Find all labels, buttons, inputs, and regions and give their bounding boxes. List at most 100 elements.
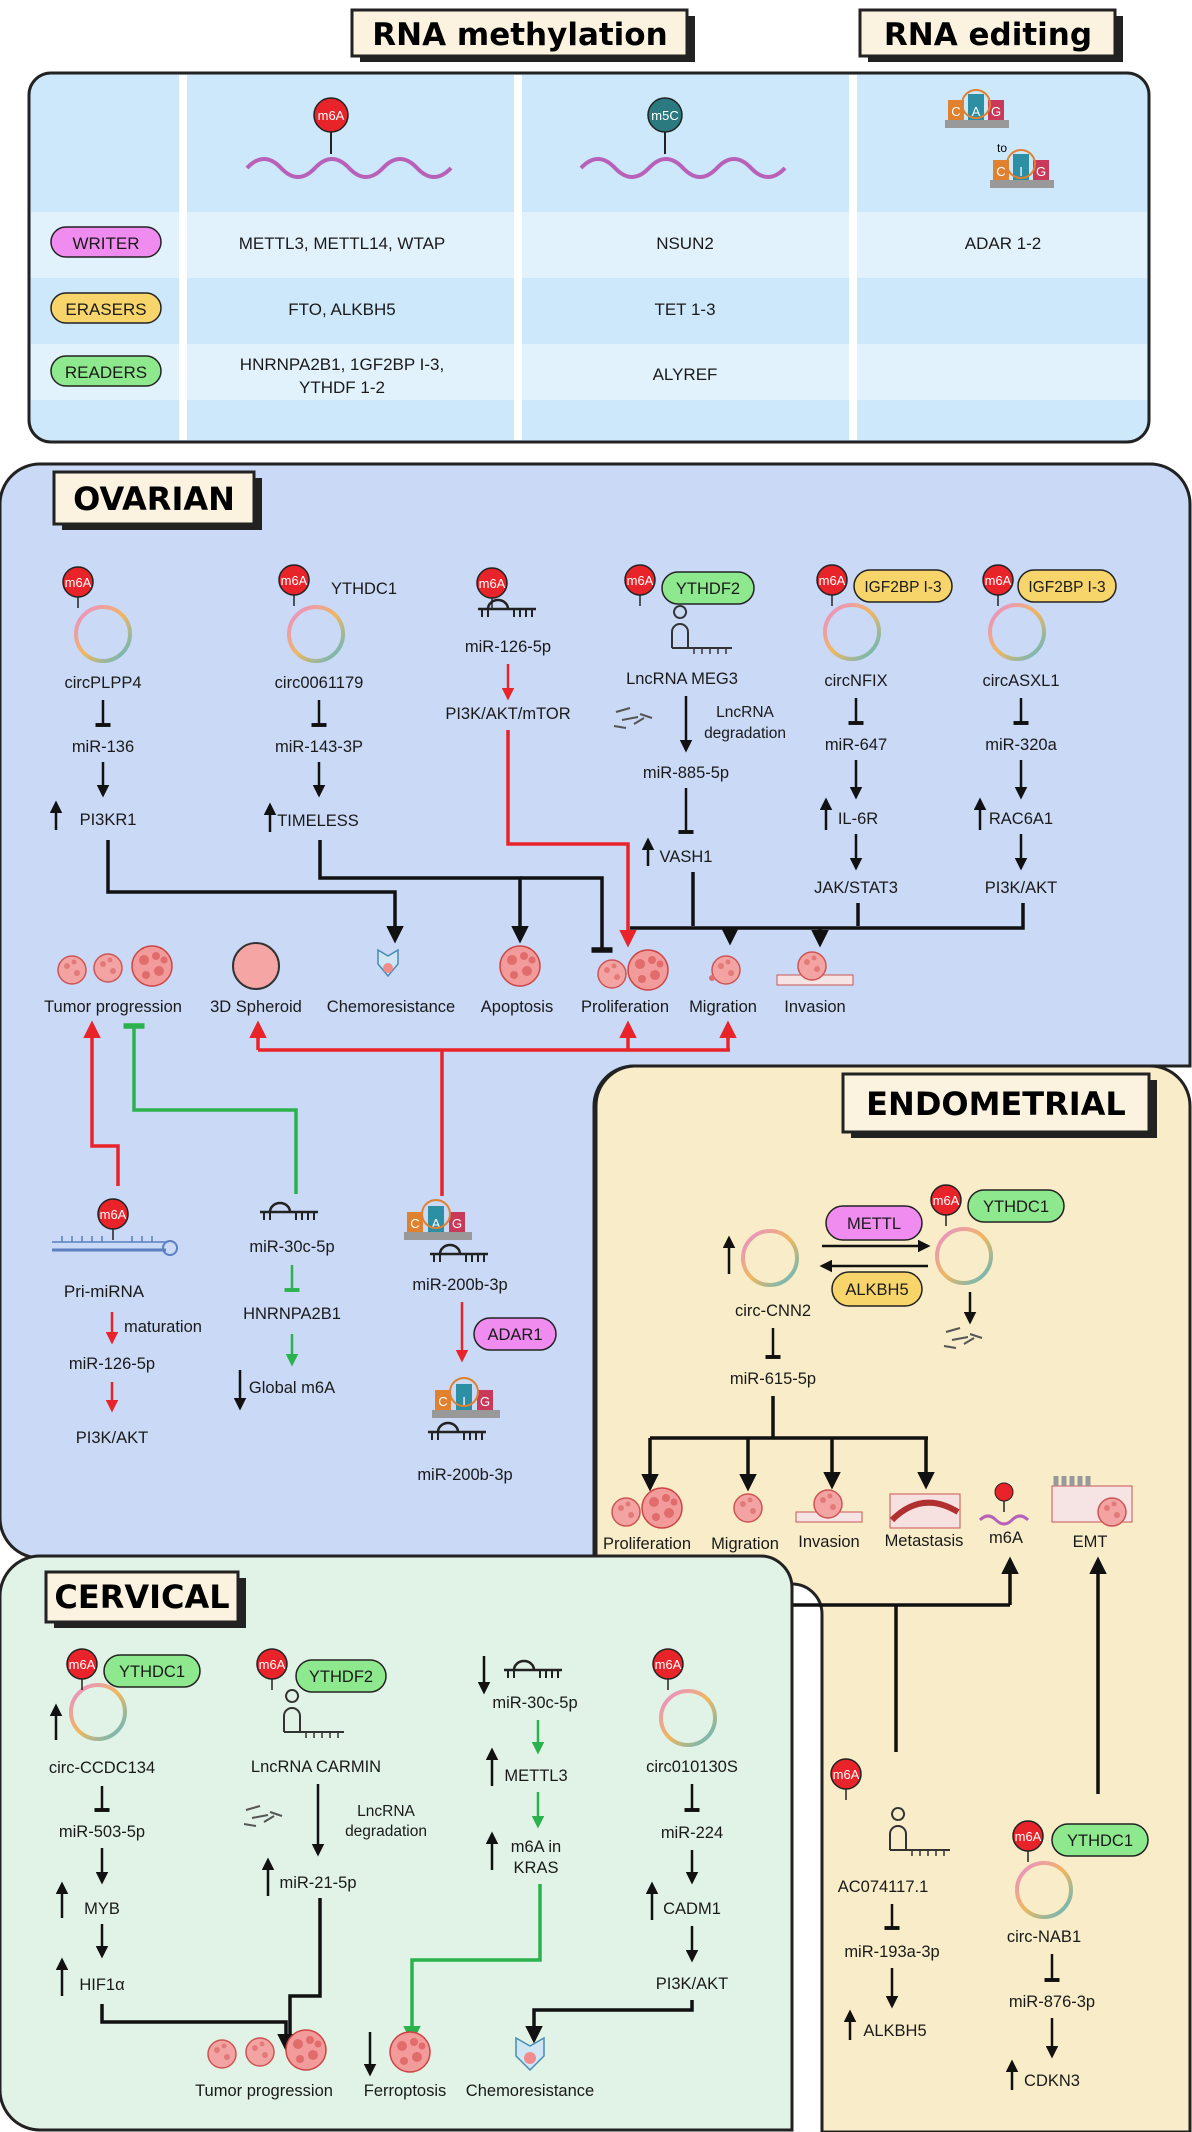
readers-label: READERS [65,363,147,382]
a-to-i-editing-icon: C A G to C I G [945,89,1054,188]
svg-text:C: C [996,164,1005,179]
migration-icon [709,955,741,985]
ovarian-meg3-pathway: m6A YTHDF2 LncRNA MEG3 LncRNA degradatio… [613,564,786,866]
endometrial-ac074117-pathway: m6A AC074117.1 miR-193a-3p ALKBH5 [830,1758,951,2040]
ov-outcome-invasion: Invasion [784,998,845,1016]
endo-outcome-invasion: Invasion [798,1533,859,1551]
pri-mir126-label: miR-126-5p [69,1355,155,1373]
igf2bp-label-1: IGF2BP I-3 [864,579,941,596]
rna-editing-header: RNA editing [858,8,1123,62]
cv-pi3k-akt-label: PI3K/AKT [656,1975,728,1993]
rna-methylation-title: RNA methylation [372,17,667,53]
cv-ythdc1-label: YTHDC1 [119,1663,185,1681]
svg-text:G: G [452,1216,462,1231]
cervical-circ010130s-pathway: m6A circ010130S miR-224 CADM1 PI3K/AKT [645,1648,738,1993]
ccdc134-label: circ-CCDC134 [49,1759,155,1777]
modification-table: m6A m5C C A G to C I G WRITER ERASERS [27,71,1151,444]
endo-outcome-m6a: m6A [989,1529,1023,1547]
ovarian-mir126-pathway: m6A miR-126-5p PI3K/AKT/mTOR [445,567,571,723]
pi3k-akt-mtor-label: PI3K/AKT/mTOR [445,705,570,723]
endo-outcome-metastasis: Metastasis [885,1532,964,1550]
svg-text:m6A: m6A [933,1193,960,1208]
svg-text:degradation: degradation [704,725,786,742]
circ010130s-label: circ010130S [646,1758,738,1776]
cadm1-label: CADM1 [663,1900,721,1918]
svg-text:m6A: m6A [100,1207,127,1222]
svg-text:LncRNA: LncRNA [357,1803,415,1820]
cv-outcome-ferroptosis: Ferroptosis [364,2082,447,2100]
svg-text:degradation: degradation [345,1823,427,1840]
ov-outcome-3d-spheroid: 3D Spheroid [210,998,302,1016]
m6a-in-kras-line1: m6A in [511,1838,561,1856]
m5c-rna-icon: m5C [579,97,787,179]
ovarian-circ0061179-pathway: m6A YTHDC1 circ0061179 miR-143-3P TIMELE… [263,564,397,832]
cervical-title: CERVICAL [54,1578,229,1616]
ovarian-circnfix-pathway: m6A IGF2BP I-3 circNFIX miR-647 IL-6R JA… [814,564,953,897]
adar1-pill [473,1317,557,1351]
ac074117-label: AC074117.1 [838,1878,929,1896]
svg-text:m6A: m6A [833,1767,860,1782]
pri-mirna-label: Pri-miRNA [64,1282,145,1301]
rna-editing-title: RNA editing [884,17,1092,53]
pri-pi3k-akt-label: PI3K/AKT [76,1429,148,1447]
pi3kr1-label: PI3KR1 [80,811,137,829]
mir876-label: miR-876-3p [1009,1993,1095,2011]
cv-outcome-tumor-progression: Tumor progression [195,2082,333,2100]
jak-stat3-label: JAK/STAT3 [814,879,898,897]
mir200b-bottom-label: miR-200b-3p [417,1466,512,1484]
mir21-label: miR-21-5p [279,1874,356,1892]
ov-mir30c-label: miR-30c-5p [249,1238,334,1256]
circcnn2-label: circ-CNN2 [735,1302,811,1320]
m6a-readers-cell-line1: HNRNPA2B1, 1GF2BP I-3, [240,355,444,374]
circnfix-label: circNFIX [824,672,887,690]
endometrial-outcomes: Proliferation Migration Invasion Metasta… [603,1476,1133,1553]
svg-text:A: A [972,104,981,119]
ov-outcome-tumor-progression: Tumor progression [44,998,182,1016]
endo-outcome-migration: Migration [711,1535,779,1553]
mir503-label: miR-503-5p [59,1823,145,1841]
endometrial-panel: ENDOMETRIAL [594,1064,1192,2132]
mir885-label: miR-885-5p [643,764,729,782]
writer-label: WRITER [72,234,139,253]
adar1-label: ADAR1 [487,1326,542,1344]
endo-alkbh5-eraser-label: ALKBH5 [845,1281,908,1299]
mir200b-editing-top-icon: C A G [404,1199,490,1264]
cv-outcome-chemoresistance: Chemoresistance [466,2082,594,2100]
spheroid-icon [232,942,280,990]
rac6a1-label: RAC6A1 [989,810,1053,828]
readers-pill [50,355,162,387]
chemoresistance-icon [377,948,399,978]
cervical-connectors [100,1884,694,2052]
pri-mirna-icon: m6A [52,1198,178,1256]
m6a-rna-icon: m6A [245,97,453,179]
m6a-in-kras-line2: KRAS [514,1859,559,1877]
circ0061179-label: circ0061179 [275,674,364,692]
ovarian-connectors [106,730,1025,953]
ovarian-circplpp4-pathway: m6A circPLPP4 miR-136 PI3KR1 [49,566,142,830]
nab-ythdc1-label: YTHDC1 [1067,1832,1133,1850]
rna-methylation-header: RNA methylation [350,8,695,62]
svg-text:I: I [1019,164,1023,179]
svg-text:m6A: m6A [479,576,506,591]
cv-chemoresistance-icon [515,2036,545,2072]
cervical-carmin-pathway: m6A YTHDF2 LncRNA CARMIN LncRNA degradat… [243,1648,427,1896]
endo-alkbh5-target-label: ALKBH5 [863,2022,926,2040]
svg-text:m6A: m6A [281,573,308,588]
endo-invasion-icon [795,1489,863,1523]
svg-text:A: A [432,1216,441,1231]
mir224-label: miR-224 [661,1824,723,1842]
erasers-label: ERASERS [65,300,146,319]
endometrial-connectors [641,1396,1107,1794]
ovarian-panel: OVARIAN [0,462,1192,1560]
ythdf2-label: YTHDF2 [676,580,740,598]
mir193a-label: miR-193a-3p [844,1943,939,1961]
cervical-outcomes: Tumor progression Ferroptosis Chemoresis… [195,2029,594,2100]
ov-outcome-apoptosis: Apoptosis [481,998,553,1016]
circasxl1-label: circASXL1 [982,672,1059,690]
circplpp4-label: circPLPP4 [64,674,141,692]
svg-text:C: C [410,1216,419,1231]
m6a-erasers-cell: FTO, ALKBH5 [288,300,395,319]
cervical-ccdc134-pathway: m6A YTHDC1 circ-CCDC134 miR-503-5p MYB H… [49,1648,201,1996]
svg-text:m6A: m6A [1015,1829,1042,1844]
mir647-label: miR-647 [825,736,887,754]
